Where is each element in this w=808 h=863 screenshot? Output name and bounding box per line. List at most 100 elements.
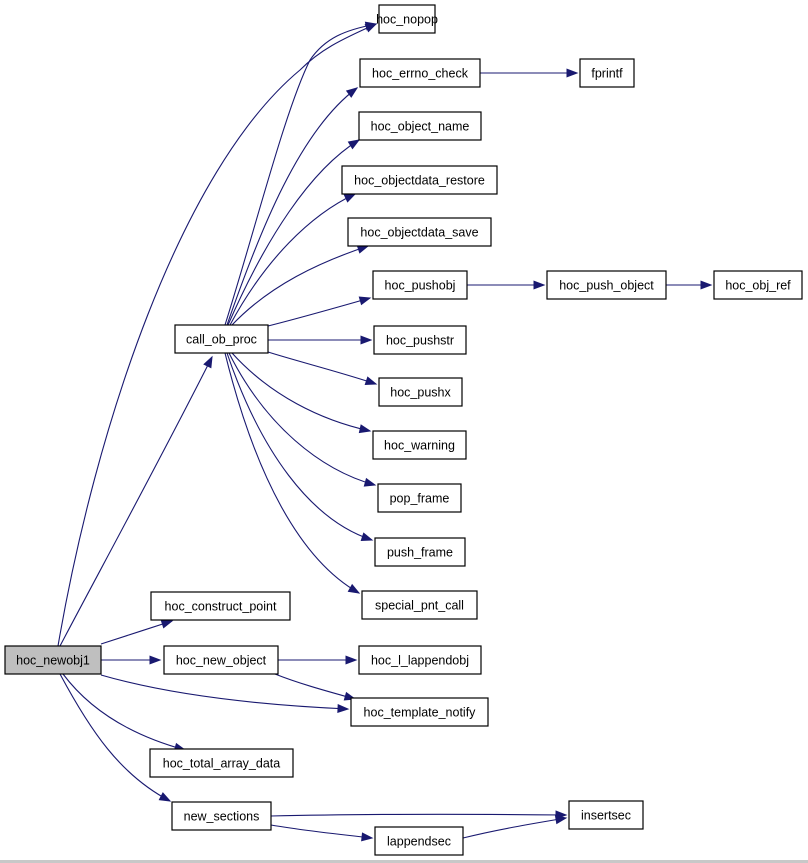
node-box <box>171 801 272 831</box>
arrowhead-icon <box>364 376 378 385</box>
arrowhead-icon <box>360 532 374 542</box>
arrowhead-icon <box>566 68 579 78</box>
node-label: hoc_warning <box>384 439 455 453</box>
node-box <box>378 4 436 34</box>
edge-call_ob_proc-to-hoc_objectdata_restore <box>229 193 357 326</box>
node-hoc_pushobj[interactable]: hoc_pushobj <box>372 270 468 300</box>
edge-line <box>270 813 567 817</box>
node-box <box>372 430 467 460</box>
node-label: fprintf <box>591 67 623 81</box>
node-label: lappendsec <box>387 835 451 849</box>
edge-hoc_new_object-to-hoc_l_lappendobj <box>278 655 358 665</box>
node-box <box>163 645 279 675</box>
edge-line <box>62 673 186 751</box>
node-pop_frame[interactable]: pop_frame <box>377 483 462 513</box>
edge-line <box>59 673 171 802</box>
edge-line <box>274 673 356 700</box>
edge-call_ob_proc-to-hoc_pushstr <box>268 335 373 345</box>
arrowhead-icon <box>345 655 358 665</box>
node-hoc_warning[interactable]: hoc_warning <box>372 430 467 460</box>
node-label: hoc_errno_check <box>372 67 469 81</box>
edge-call_ob_proc-to-push_frame <box>226 352 374 542</box>
node-push_frame[interactable]: push_frame <box>374 537 466 567</box>
arrowhead-icon <box>700 280 713 290</box>
node-label: hoc_objectdata_save <box>360 226 478 240</box>
node-hoc_nopop[interactable]: hoc_nopop <box>376 4 438 34</box>
node-label: insertsec <box>581 809 631 823</box>
node-box <box>174 324 269 354</box>
edge-hoc_newobj1-to-hoc_construct_point <box>100 619 174 645</box>
node-hoc_push_object[interactable]: hoc_push_object <box>546 270 667 300</box>
arrowhead-icon <box>149 655 162 665</box>
edge-call_ob_proc-to-hoc_nopop <box>224 21 378 326</box>
edge-hoc_newobj1-to-hoc_template_notify <box>100 674 350 714</box>
edge-line <box>100 620 173 645</box>
nodes-layer: hoc_newobj1 call_ob_proc hoc_nopop hoc_errn… <box>4 4 803 856</box>
edge-hoc_newobj1-to-call_ob_proc <box>59 355 213 647</box>
node-box <box>358 111 482 141</box>
arrowhead-icon <box>343 193 357 203</box>
node-box <box>350 697 489 727</box>
node-insertsec[interactable]: insertsec <box>568 800 644 830</box>
edge-line <box>229 193 356 326</box>
edge-line <box>224 352 360 594</box>
node-box <box>347 217 492 247</box>
node-special_pnt_call[interactable]: special_pnt_call <box>361 590 478 620</box>
node-label: hoc_pushstr <box>386 334 454 348</box>
node-label: hoc_pushobj <box>385 279 456 293</box>
node-hoc_pushx[interactable]: hoc_pushx <box>378 377 463 407</box>
node-new_sections[interactable]: new_sections <box>171 801 272 831</box>
node-lappendsec[interactable]: lappendsec <box>374 826 464 856</box>
edge-call_ob_proc-to-pop_frame <box>228 352 377 487</box>
node-label: hoc_newobj1 <box>16 654 90 668</box>
node-box <box>568 800 644 830</box>
node-label: hoc_l_lappendobj <box>371 654 469 668</box>
node-label: hoc_template_notify <box>364 706 477 720</box>
edge-hoc_newobj1-to-hoc_new_object <box>101 655 162 665</box>
edge-line <box>270 824 373 839</box>
node-hoc_objectdata_restore[interactable]: hoc_objectdata_restore <box>341 165 498 195</box>
edge-call_ob_proc-to-hoc_objectdata_save <box>231 245 370 326</box>
node-label: hoc_pushx <box>390 386 451 400</box>
edge-line <box>267 351 377 385</box>
edge-new_sections-to-insertsec <box>270 810 568 820</box>
edge-hoc_new_object-to-hoc_template_notify <box>274 673 357 701</box>
edge-line <box>224 23 377 326</box>
edge-lappendsec-to-insertsec <box>462 815 568 839</box>
node-hoc_construct_point[interactable]: hoc_construct_point <box>150 591 291 621</box>
node-box <box>4 645 102 675</box>
node-box <box>359 58 481 88</box>
arrowhead-icon <box>358 296 372 306</box>
node-hoc_pushstr[interactable]: hoc_pushstr <box>373 325 467 355</box>
edge-line <box>231 245 369 326</box>
node-hoc_template_notify[interactable]: hoc_template_notify <box>350 697 489 727</box>
edge-call_ob_proc-to-hoc_object_name <box>227 139 361 326</box>
node-box <box>149 748 294 778</box>
edges-layer <box>57 21 713 842</box>
node-label: pop_frame <box>390 492 450 506</box>
edge-new_sections-to-lappendsec <box>270 824 374 842</box>
node-box <box>150 591 291 621</box>
edge-line <box>226 87 358 326</box>
arrowhead-icon <box>356 245 370 254</box>
node-hoc_new_object[interactable]: hoc_new_object <box>163 645 279 675</box>
node-hoc_errno_check[interactable]: hoc_errno_check <box>359 58 481 88</box>
node-hoc_objectdata_save[interactable]: hoc_objectdata_save <box>347 217 492 247</box>
node-box <box>713 270 803 300</box>
node-hoc_obj_ref[interactable]: hoc_obj_ref <box>713 270 803 300</box>
node-label: new_sections <box>184 810 260 824</box>
node-box <box>374 826 464 856</box>
arrowhead-icon <box>533 280 546 290</box>
edge-call_ob_proc-to-hoc_pushx <box>267 351 378 385</box>
node-hoc_object_name[interactable]: hoc_object_name <box>358 111 482 141</box>
arrowhead-icon <box>360 335 373 345</box>
node-box <box>579 58 635 88</box>
edge-hoc_push_object-to-hoc_obj_ref <box>666 280 713 290</box>
node-box <box>374 537 466 567</box>
node-hoc_l_lappendobj[interactable]: hoc_l_lappendobj <box>358 645 482 675</box>
bottom-divider <box>0 860 808 863</box>
node-fprintf[interactable]: fprintf <box>579 58 635 88</box>
node-hoc_total_array_data[interactable]: hoc_total_array_data <box>149 748 294 778</box>
edge-line <box>59 356 213 647</box>
node-call_ob_proc[interactable]: call_ob_proc <box>174 324 269 354</box>
